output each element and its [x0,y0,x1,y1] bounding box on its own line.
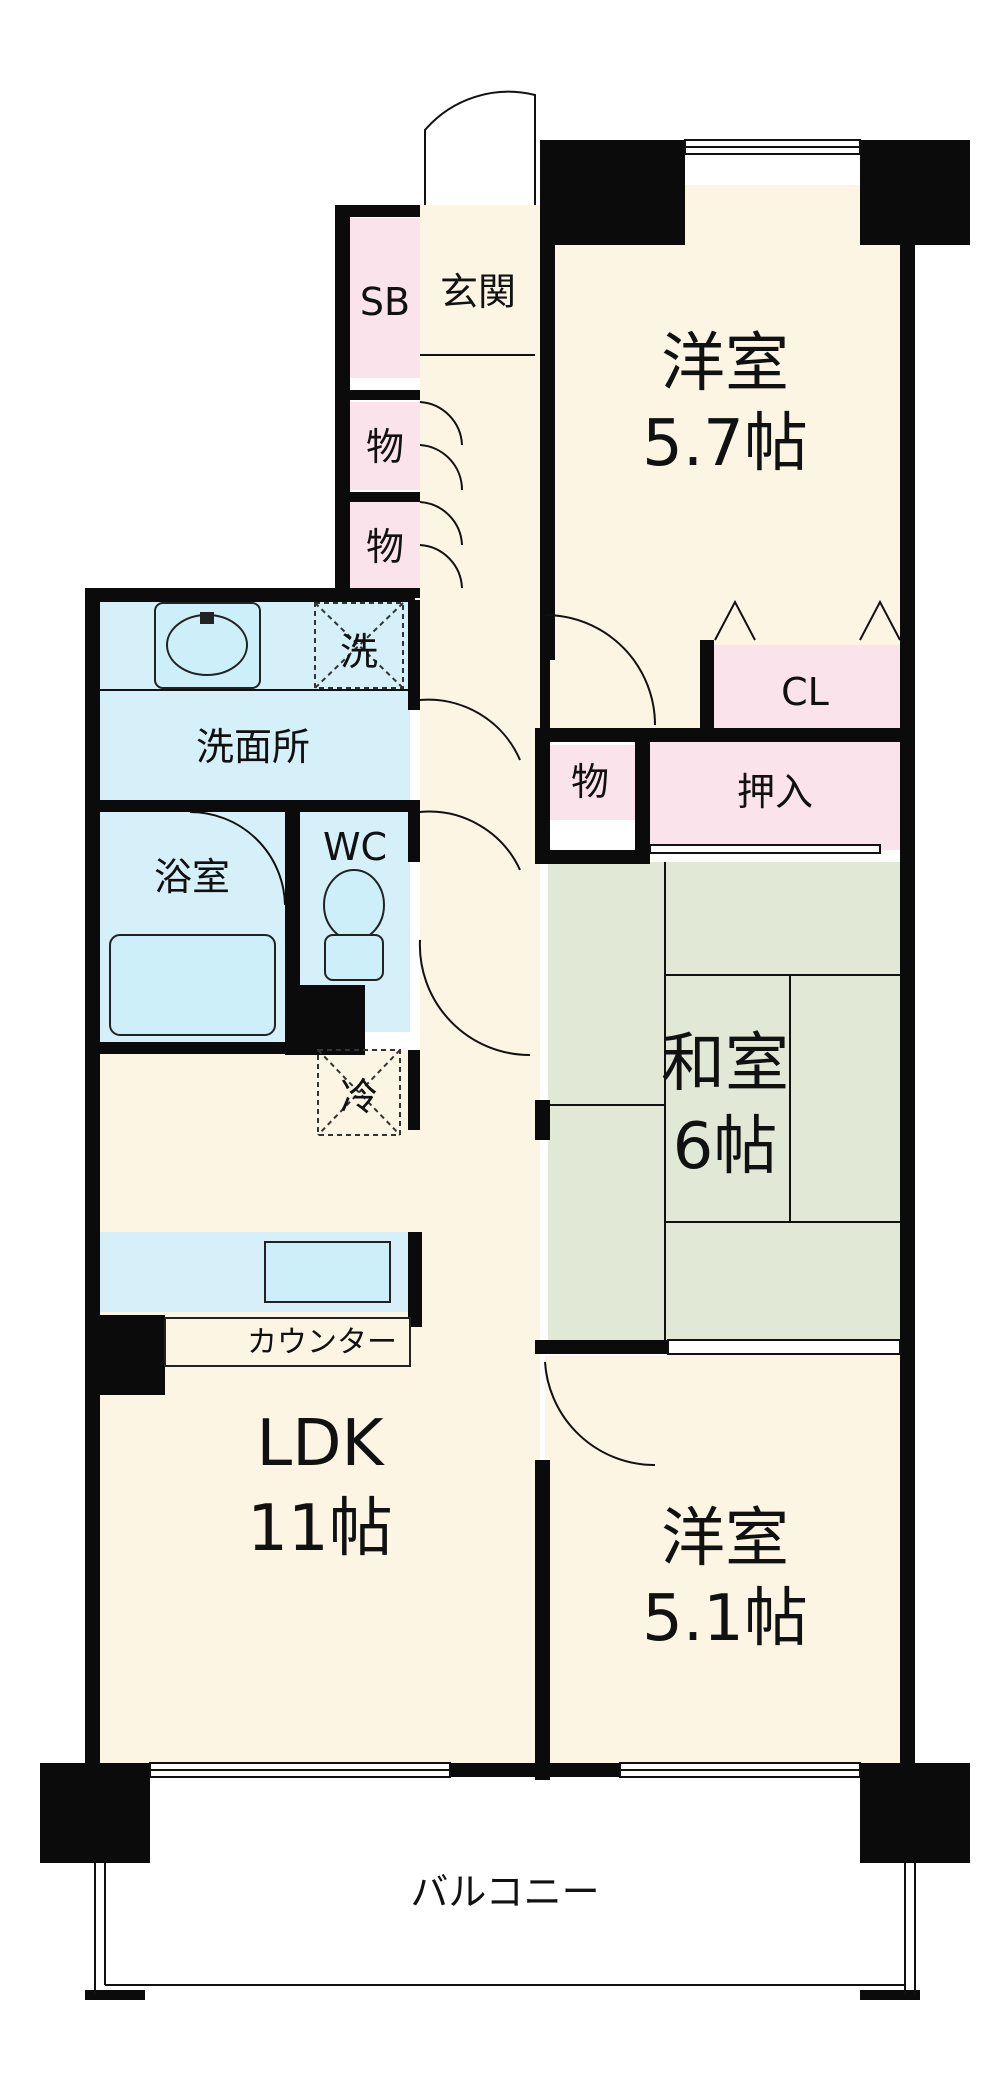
senmenjo-label: 洗面所 [196,725,310,769]
yokushitsu-label: 浴室 [154,855,230,899]
mono2-label: 物 [366,525,404,569]
walls [40,140,970,2000]
western-room-1-name: 洋室 [661,327,789,401]
tatami-lines [548,862,900,1340]
bathtub-icon [109,934,276,1036]
kitchen-sink-icon [264,1241,391,1303]
sb-floor [350,218,420,378]
washitsu-size: 6帖 [673,1110,778,1184]
cl-floor [710,645,900,730]
wc-label: WC [323,825,387,869]
mono1-label: 物 [366,425,404,469]
ldk-size: 11帖 [247,1492,392,1566]
counter-label: カウンター [247,1325,397,1360]
balcony-label: バルコニー [410,1870,599,1914]
western-room-2-size: 5.1帖 [642,1582,808,1656]
door-swings [189,90,901,1467]
fridge-icon [317,1049,401,1136]
balcony-outline [94,1860,916,1995]
mono3-floor [545,745,635,820]
mono1-floor [350,402,420,490]
mono3-label: 物 [571,760,609,804]
room-labels: 洋室 5.7帖 玄関 SB 物 物 洗 洗面所 CL 物 押入 浴室 WC 和室… [154,270,829,1914]
western-room-2-floor [545,1355,900,1765]
washitsu-name: 和室 [661,1027,789,1101]
western-room-1-floor [545,185,900,730]
windows [149,139,901,1778]
oshiire-floor [650,740,900,850]
washing-machine-icon [314,602,404,689]
ldk-name: LDK [257,1407,386,1481]
rei-label: 冷 [340,1075,378,1119]
counter-box [164,1317,411,1367]
toilet-icon [323,869,385,981]
washbasin-icon [154,602,261,689]
washitsu-floor [548,862,900,1340]
western-room-2-name: 洋室 [661,1502,789,1576]
mono2-floor [350,502,420,590]
oshiire-label: 押入 [737,770,813,814]
ldk-floor [100,1050,540,1765]
western-room-1-size: 5.7帖 [642,407,808,481]
sen-label: 洗 [340,630,378,674]
genkan-label: 玄関 [440,270,516,314]
cl-label: CL [781,670,829,714]
sb-label: SB [360,280,410,324]
